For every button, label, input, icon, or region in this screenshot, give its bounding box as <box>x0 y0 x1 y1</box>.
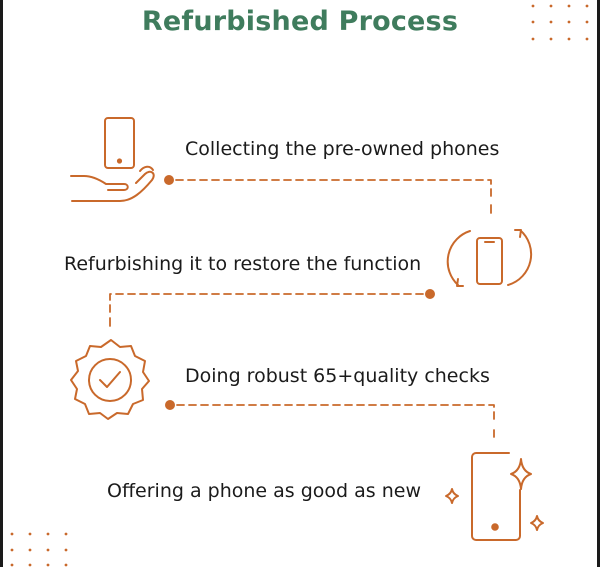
step-4-label: Offering a phone as good as new <box>107 480 421 502</box>
quality-check-badge-icon <box>70 339 150 420</box>
decorative-dots-bottom-left <box>10 532 68 567</box>
connector-3-4 <box>165 400 495 438</box>
connector-1-2 <box>164 175 492 214</box>
decorative-dots-top-right <box>531 4 589 41</box>
sparkling-phone-icon <box>445 452 544 541</box>
page-title: Refurbished Process <box>141 6 459 37</box>
step-2-label: Refurbishing it to restore the function <box>64 253 422 275</box>
phone-refresh-icon <box>446 229 533 287</box>
step-3-label: Doing robust 65+quality checks <box>185 365 490 387</box>
step-1-label: Collecting the pre-owned phones <box>185 138 500 160</box>
hand-holding-phone-icon <box>70 117 155 202</box>
connector-2-3 <box>109 289 435 327</box>
